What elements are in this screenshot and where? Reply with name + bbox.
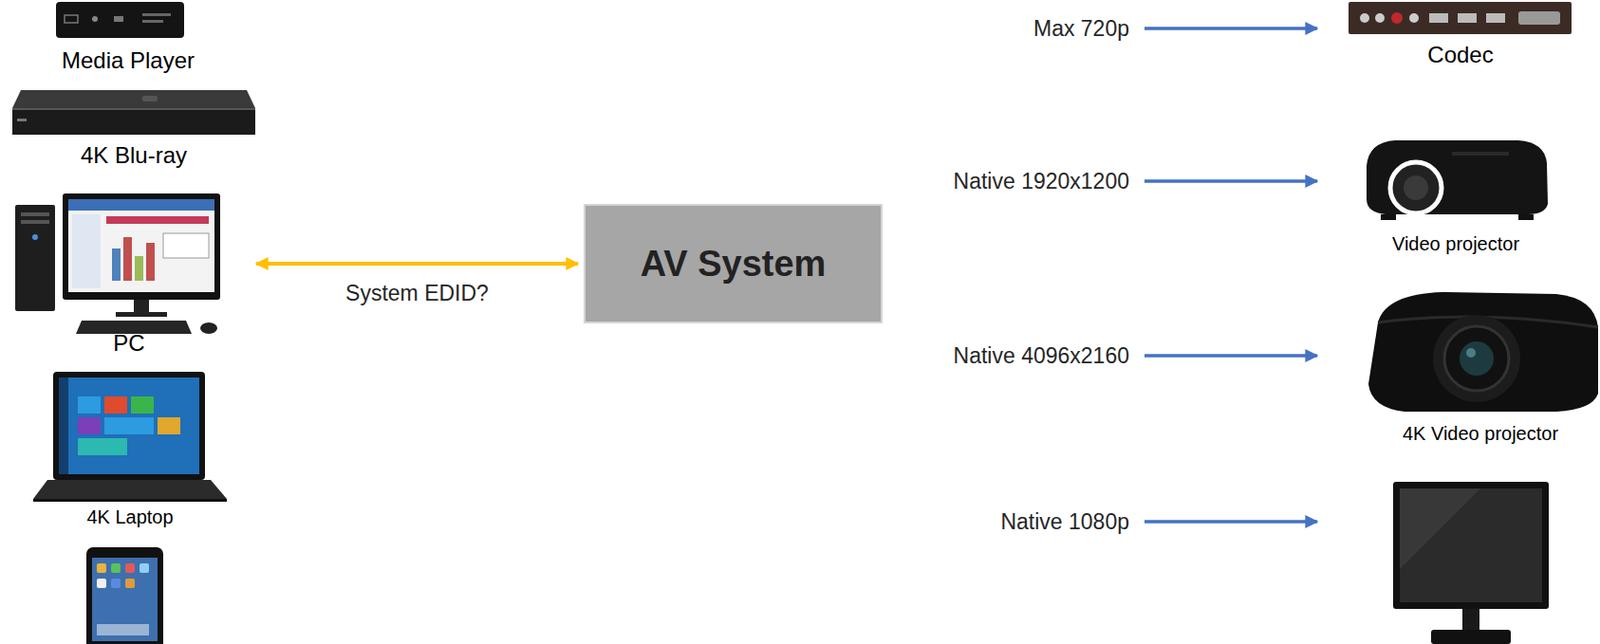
laptop-icon [33,372,227,503]
device-caption: 4K Laptop [25,505,235,529]
4k-projector-device: 4K Video projector [1358,289,1600,446]
device-caption: Media Player [11,47,245,75]
4k-projector-icon [1368,292,1599,412]
media-player-icon [55,1,185,38]
video-projector-icon [1366,140,1548,221]
media-player-device: Media Player [11,0,245,75]
codec-device: Codec [1340,0,1581,69]
resolution-label: Native 1920x1200 [953,168,1130,195]
resolution-arrows [1144,28,1318,522]
edge-label: System EDID? [345,280,489,307]
resolution-label: Native 4096x2160 [953,343,1130,370]
device-caption: 4K Blu-ray [4,142,263,169]
laptop-device: 4K Laptop [25,370,235,529]
projector-device: Video projector [1356,137,1556,256]
pc-device: PC [7,189,251,357]
system-title: AV System [629,243,838,285]
bluray-player-icon [12,90,256,135]
tablet-icon [86,547,164,644]
codec-icon [1348,1,1572,35]
device-caption: Video projector [1356,232,1556,256]
desktop-pc-icon [15,193,221,335]
device-caption: PC [7,330,251,357]
device-caption: Codec [1340,41,1581,69]
monitor-icon [1393,482,1549,644]
av-system-box: AV System [583,204,883,324]
bluray-device: 4K Blu-ray [4,90,263,169]
resolution-label: Native 1080p [1000,509,1130,536]
device-caption: 4K Video projector [1358,422,1600,446]
edid-connector [256,261,578,266]
resolution-label: Max 720p [1033,16,1130,42]
